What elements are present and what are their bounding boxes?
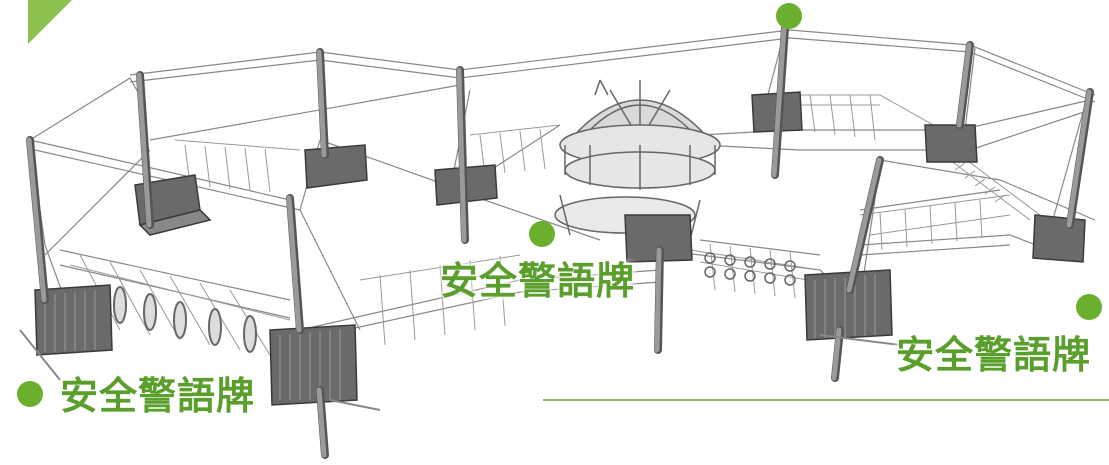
ground-lines bbox=[19, 329, 901, 411]
hanging-rings bbox=[704, 252, 796, 286]
net-elements bbox=[69, 94, 1041, 356]
divider-line bbox=[543, 399, 1109, 401]
corner-triangle-icon bbox=[28, 0, 72, 44]
green-dot-icon bbox=[776, 3, 802, 29]
green-dot-icon bbox=[1076, 294, 1102, 320]
safety-sign-label-left: 安全警語牌 bbox=[60, 374, 256, 418]
safety-sign-label-right: 安全警語牌 bbox=[896, 333, 1092, 377]
safety-sign-label-center: 安全警語牌 bbox=[440, 259, 636, 303]
platform-mesh bbox=[44, 274, 876, 400]
green-dot-icon bbox=[17, 381, 43, 407]
poles-highlight bbox=[26, 25, 1092, 458]
swinging-logs bbox=[113, 286, 257, 353]
green-dot-icon bbox=[529, 221, 555, 247]
